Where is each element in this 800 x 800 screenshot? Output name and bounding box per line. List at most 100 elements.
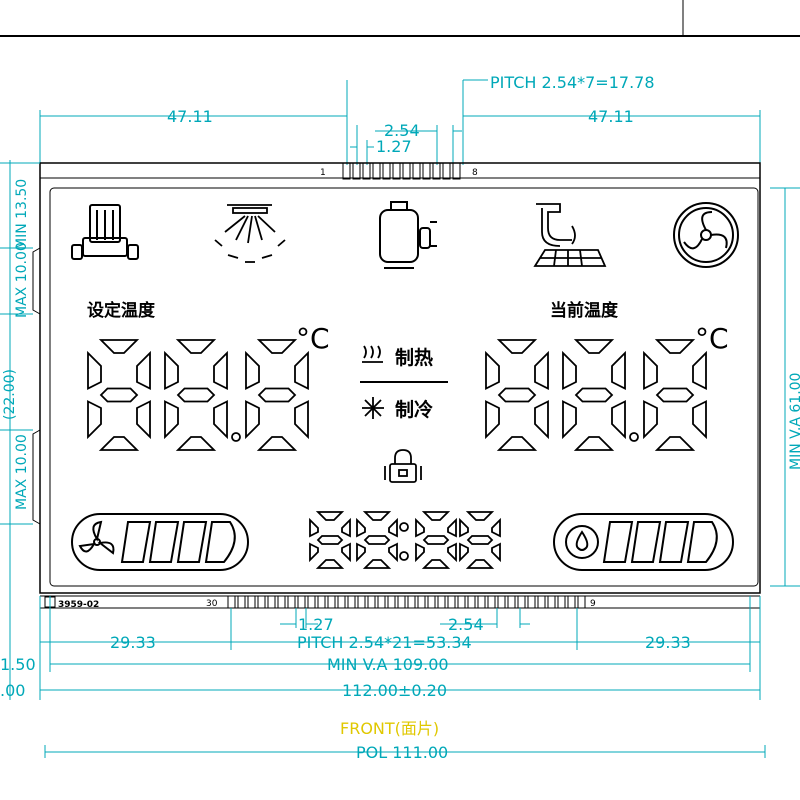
seg-digit — [164, 339, 228, 451]
seg-a — [362, 511, 392, 521]
seg-b — [447, 517, 457, 538]
seg-b — [534, 350, 549, 390]
seg-f — [562, 350, 577, 390]
seg-g — [363, 535, 391, 545]
bottom-pin — [437, 595, 446, 609]
seg-digit — [356, 511, 398, 569]
bottom-pin — [567, 595, 576, 609]
pin-label-30: 30 — [206, 599, 218, 609]
bottom-pin — [497, 595, 506, 609]
dim-pitch-top: PITCH 2.54*7=17.78 — [490, 73, 655, 92]
seg-a — [465, 511, 495, 521]
top-pin — [442, 162, 451, 180]
bottom-pin — [517, 595, 526, 609]
model-number: 3959-02 — [58, 600, 99, 610]
seg-digit — [245, 339, 309, 451]
seg-c — [692, 400, 707, 440]
compressor-icon — [379, 201, 437, 269]
pin-label-1: 1 — [320, 168, 326, 178]
floor-heating-icon — [533, 203, 607, 267]
seg-digit — [643, 339, 707, 451]
snowflake-icon — [362, 397, 384, 419]
seg-a — [573, 339, 615, 354]
seg-g — [316, 535, 344, 545]
bottom-pin — [467, 595, 476, 609]
seg-a — [315, 511, 345, 521]
bottom-pin — [367, 595, 376, 609]
bottom-pin — [387, 595, 396, 609]
bottom-pin — [457, 595, 466, 609]
current-temp-digits — [485, 339, 707, 451]
seg-c — [136, 400, 151, 440]
seg-g — [176, 387, 216, 403]
seg-f — [485, 350, 500, 390]
seg-d — [98, 436, 140, 451]
seg-f — [356, 517, 366, 538]
side-dimensions — [0, 160, 800, 700]
bottom-pin — [357, 595, 366, 609]
seg-g — [497, 387, 537, 403]
seg-g — [655, 387, 695, 403]
top-pin — [452, 162, 461, 180]
bottom-pin — [297, 595, 306, 609]
water-level-icon — [553, 513, 734, 571]
dim-bot-right: 29.33 — [645, 633, 691, 652]
seg-digit — [485, 339, 549, 451]
bottom-pin — [337, 595, 346, 609]
bottom-pin — [417, 595, 426, 609]
seg-a — [496, 339, 538, 354]
top-pin — [382, 162, 391, 180]
bottom-pin — [477, 595, 486, 609]
bottom-pin — [557, 595, 566, 609]
top-pin — [392, 162, 401, 180]
seg-digit — [87, 339, 151, 451]
seg-g — [466, 535, 494, 545]
top-pin — [372, 162, 381, 180]
dim-right-v: MIN V.A 61.00 — [788, 373, 800, 470]
seg-b — [388, 517, 398, 538]
bottom-pin — [307, 595, 316, 609]
heat-label: 制热 — [395, 346, 433, 369]
bottom-pin — [537, 595, 546, 609]
bottom-pin — [267, 595, 276, 609]
heat-icon — [362, 345, 383, 363]
bottom-pin — [327, 595, 336, 609]
dim-left-v1: MIN 13.50 — [14, 179, 30, 250]
seg-e — [309, 542, 319, 563]
seg-e — [485, 400, 500, 440]
seg-c — [534, 400, 549, 440]
dim-bot-pitch: PITCH 2.54*21=53.34 — [297, 633, 472, 652]
seg-b — [611, 350, 626, 390]
seg-f — [164, 350, 179, 390]
seg-b — [692, 350, 707, 390]
bottom-pin — [317, 595, 326, 609]
lock-icon — [384, 449, 422, 483]
top-dimensions — [39, 79, 761, 165]
bottom-pin — [447, 595, 456, 609]
seg-d — [465, 559, 495, 569]
seg-e — [164, 400, 179, 440]
seg-d — [654, 436, 696, 451]
bottom-pin — [377, 595, 386, 609]
seg-f — [415, 517, 425, 538]
dim-right-top: 47.11 — [588, 107, 634, 126]
fan-icon — [673, 202, 739, 268]
seg-d — [175, 436, 217, 451]
set-temp-label: 设定温度 — [87, 300, 156, 321]
seg-d — [256, 436, 298, 451]
bottom-pin — [577, 595, 586, 609]
seg-b — [491, 517, 501, 538]
seg-e — [87, 400, 102, 440]
seg-a — [98, 339, 140, 354]
front-label: FRONT(面片) — [340, 719, 439, 738]
dim-left-v2: MAX 10.00 — [14, 242, 30, 318]
seg-e — [245, 400, 260, 440]
bottom-pin — [407, 595, 416, 609]
bottom-pin — [287, 595, 296, 609]
seg-g — [99, 387, 139, 403]
seg-c — [294, 400, 309, 440]
bottom-pin — [547, 595, 556, 609]
dim-pitch-small: 2.54 — [384, 121, 420, 140]
seg-f — [309, 517, 319, 538]
